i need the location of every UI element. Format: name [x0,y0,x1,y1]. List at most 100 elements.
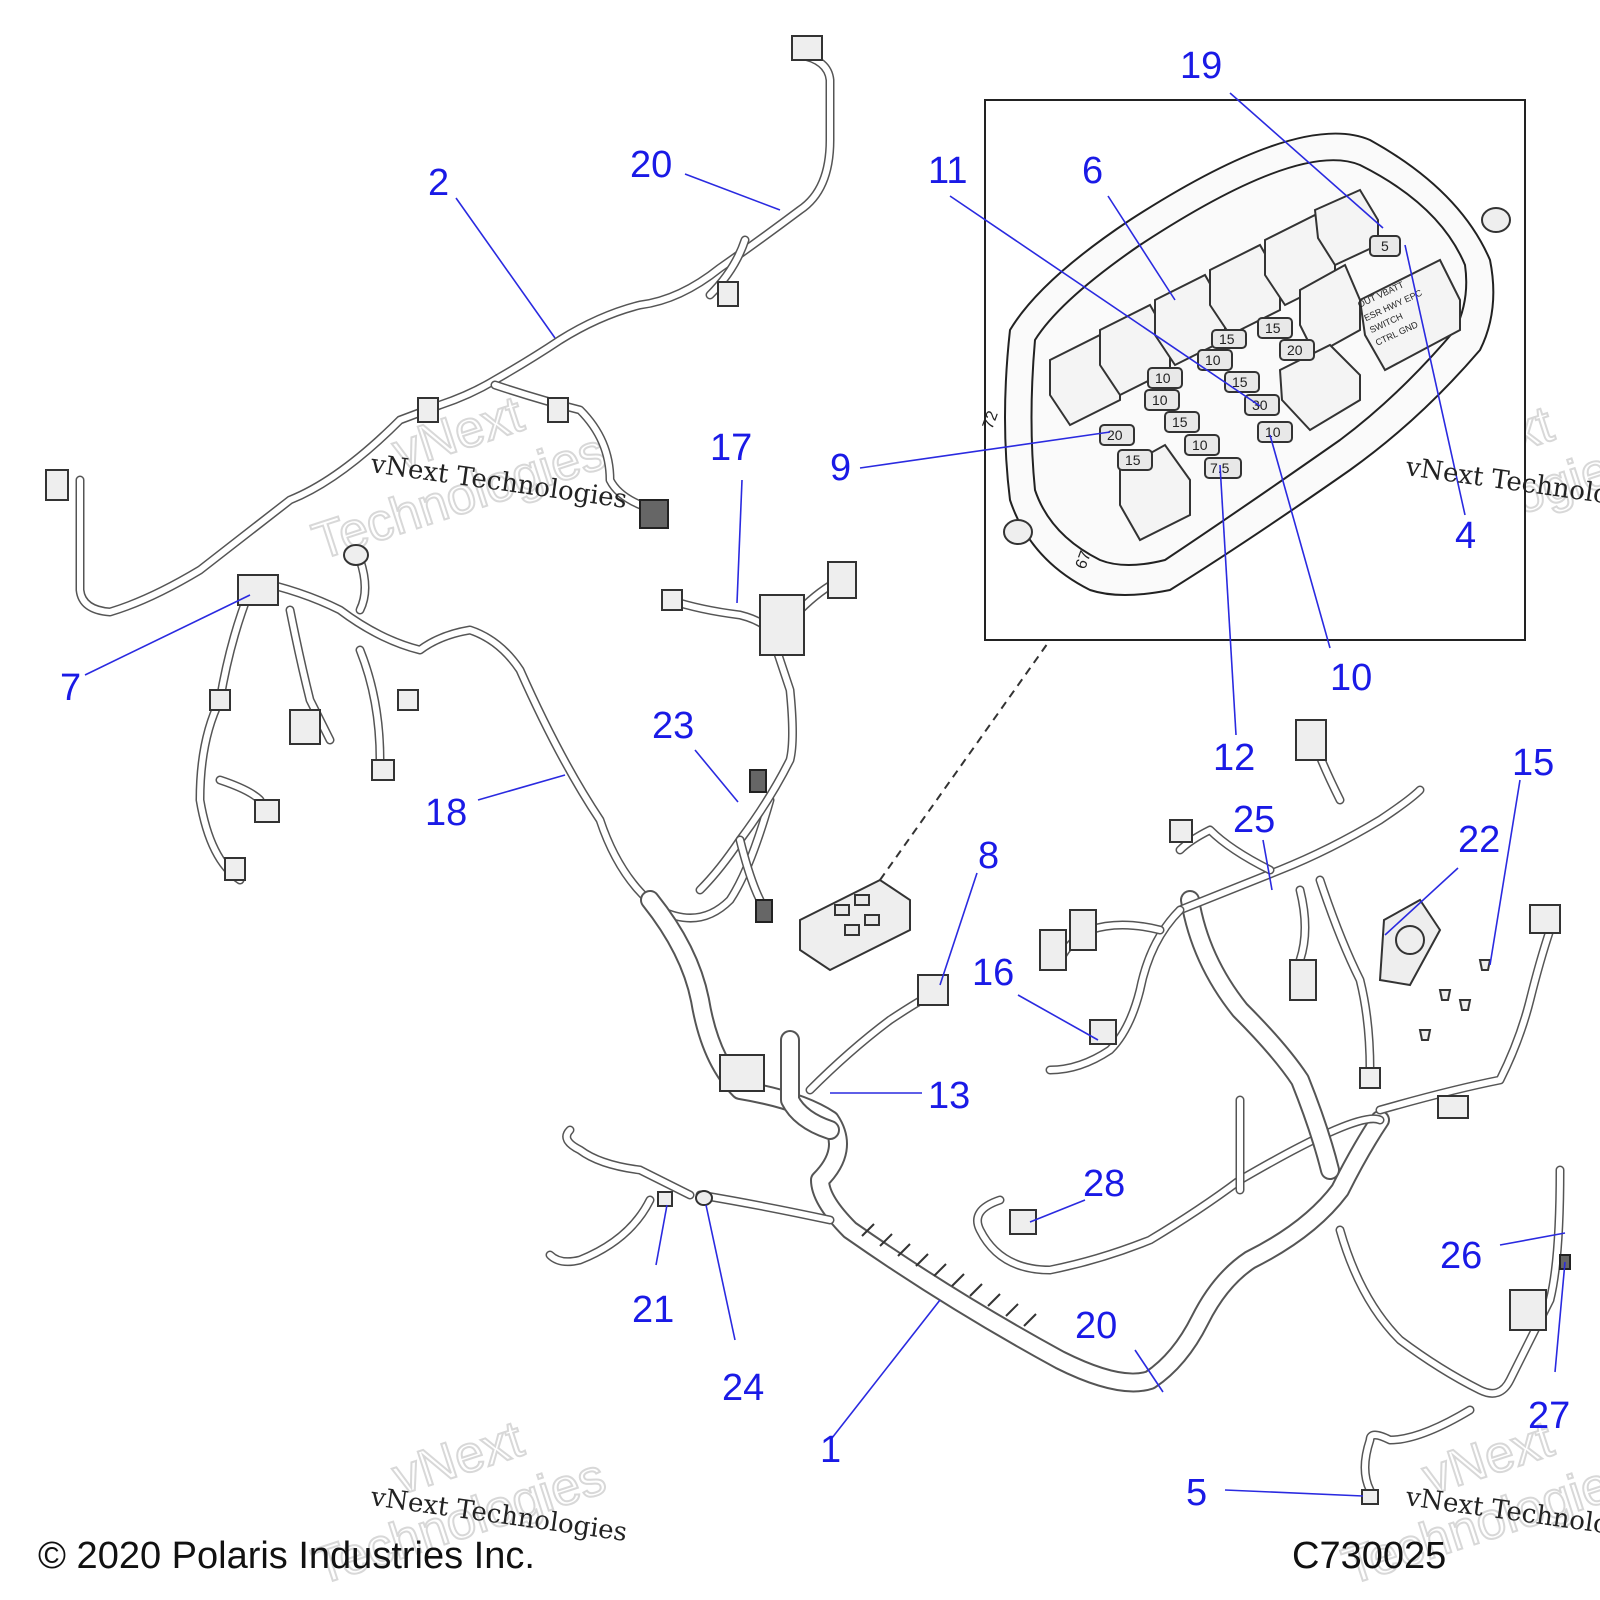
inset-housing-inner [1030,159,1468,566]
grommet-7 [343,544,369,566]
connector-7a [237,574,279,606]
connector-28 [1009,1209,1037,1235]
callout-25: 25 [1233,799,1275,841]
connector-7b [289,709,321,745]
fuse-slot-8 [1244,394,1280,416]
connector-25a [1295,719,1327,761]
fuse-slot-13 [1211,329,1247,349]
fuse-slot-12 [1147,367,1183,389]
callout-7: 7 [60,667,81,709]
fuse-label-2: 15 [1125,452,1141,468]
callout-6: 6 [1082,150,1103,192]
callout-28: 28 [1083,1163,1125,1205]
bracket-22-hole [1395,925,1425,955]
connector-7d [254,799,280,823]
callout-21: 21 [632,1289,674,1331]
callout-23: 23 [652,705,694,747]
callout-11: 11 [928,150,967,192]
diagram-id: C730025 [1292,1535,1446,1577]
fuse-slot-3 [1144,389,1180,411]
fuse-slot-10 [1257,317,1293,339]
connector-17a [759,594,805,656]
fuse-slot-9 [1257,421,1293,443]
callout-20b: 20 [1075,1305,1117,1347]
fuse-slot-4 [1197,349,1233,371]
inset-fuse-panel: 20 15 10 10 15 10 15 30 10 15 7.5 10 15 [980,99,1526,641]
fuse-slot-5 [1164,411,1200,433]
callout-5: 5 [1186,1472,1207,1514]
callout-4: 4 [1455,515,1476,557]
fuse-label-14: 20 [1287,342,1303,358]
connector-2a [45,469,69,501]
connector-17b [827,561,857,599]
fuse-slot-2 [1117,449,1153,471]
screws-15 [1418,959,1492,1041]
connector-right-b [1437,1095,1469,1119]
callout-16: 16 [972,952,1014,994]
fuse-label-15: 5 [1381,238,1389,254]
connector-25c [1289,959,1317,1001]
connector-21 [657,1191,673,1207]
fuse-slot-15 [1369,235,1401,257]
clip-24 [695,1190,713,1206]
connector-25b [1169,819,1193,843]
fuse-slot-1 [1099,424,1135,446]
harness-17 [661,561,857,923]
corrugated-sleeve [861,1223,1037,1327]
fuse-label-6: 10 [1192,437,1208,453]
connector-5 [1361,1489,1379,1505]
connector-16b [1039,929,1067,971]
connector-2b [639,499,669,529]
inset-mark-72: 72 [980,409,1002,432]
connector-23b [755,899,773,923]
callout-17: 17 [710,427,752,469]
connector-7g [397,689,419,711]
harness-1-main [545,890,1390,1393]
fuse-box-small [799,639,1051,972]
fuse-slot-11 [1204,457,1242,479]
connector-26 [1509,1289,1547,1331]
fuse-label-5: 15 [1172,414,1188,430]
connector-17c [661,589,683,611]
callout-26: 26 [1440,1235,1482,1277]
connector-2d [417,397,439,423]
harness-right-cluster [1039,719,1561,1195]
callout-9: 9 [830,447,851,489]
fuse-slot-14 [1279,339,1315,361]
leader-lines [84,92,1566,1497]
harness-2 [45,35,835,617]
callout-24: 24 [722,1367,764,1409]
connector-23 [749,769,767,793]
copyright-text: © 2020 Polaris Industries Inc. [38,1535,535,1577]
fuse-slot-6 [1184,434,1220,456]
connector-25d [1359,1067,1381,1089]
connector-8 [917,974,949,1006]
fuse-label-3: 10 [1152,392,1168,408]
callout-15: 15 [1512,742,1554,784]
fuse-label-9: 10 [1265,424,1281,440]
callout-2: 2 [428,162,449,204]
callout-27: 27 [1528,1395,1570,1437]
fuse-label-13: 15 [1219,331,1235,347]
harness-lower-right [1335,1165,1571,1505]
connector-7e [224,857,246,881]
callout-22: 22 [1458,819,1500,861]
fuse-label-10: 15 [1265,320,1281,336]
connector-16c [1069,909,1097,951]
connector-2f [717,281,739,307]
inset-mark-67: 67 [1073,549,1095,572]
relays [1049,188,1461,542]
callout-1: 1 [820,1429,841,1471]
connector-7f [209,689,231,711]
callout-20a: 20 [630,144,672,186]
callout-10: 10 [1330,657,1372,699]
callouts: 1 2 4 5 6 7 8 9 10 11 12 13 15 16 17 18 … [60,45,1570,1514]
connector-2c [791,35,823,61]
callout-18: 18 [425,792,467,834]
mount-hole-bl [1003,519,1033,545]
callout-13: 13 [928,1075,970,1117]
harness-7-cluster [195,544,775,923]
connector-right-a [1529,904,1561,934]
connector-7c [371,759,395,781]
